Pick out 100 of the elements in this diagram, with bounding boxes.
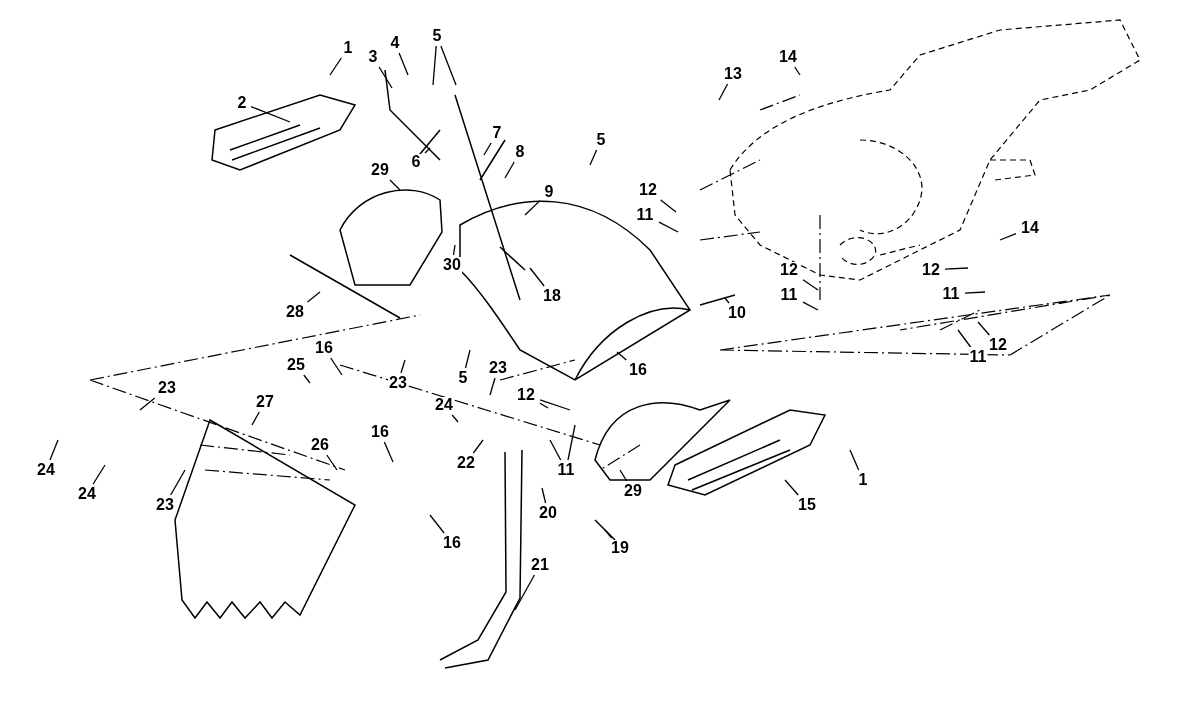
callout-number: 12 (516, 387, 536, 403)
leader-line (303, 374, 311, 384)
callout-number: 23 (157, 380, 177, 396)
leader-line (329, 57, 342, 76)
callout-number: 4 (389, 35, 401, 51)
callout-number: 30 (442, 257, 462, 273)
leader-line (326, 454, 338, 471)
callout-number: 23 (155, 497, 175, 513)
leader-line (306, 291, 321, 303)
callout-number: 19 (610, 540, 630, 556)
leader-line (504, 161, 515, 179)
callout-number: 3 (367, 49, 379, 65)
callout-number: 16 (370, 424, 390, 440)
leader-line (92, 464, 106, 485)
leader-line (383, 441, 394, 463)
callout-number: 12 (921, 262, 941, 278)
callout-number: 24 (77, 486, 97, 502)
callout-number: 23 (388, 375, 408, 391)
leader-line (251, 411, 260, 426)
leader-line (489, 377, 496, 396)
callout-number: 12 (779, 262, 799, 278)
leader-line (589, 149, 598, 166)
leader-line (660, 199, 677, 213)
callout-number: 28 (285, 304, 305, 320)
callout-number: 25 (286, 357, 306, 373)
callout-number: 5 (457, 370, 469, 386)
callout-number: 18 (542, 288, 562, 304)
callout-number: 13 (723, 66, 743, 82)
leader-line (549, 439, 562, 461)
leader-line (964, 291, 986, 294)
leader-line (250, 105, 291, 123)
leader-line (378, 66, 393, 89)
leader-line (539, 399, 571, 411)
leader-line (432, 45, 437, 86)
leader-line (539, 402, 549, 409)
callout-number: 8 (514, 144, 526, 160)
leader-line (604, 529, 613, 539)
leader-line (567, 424, 576, 461)
callout-number: 24 (434, 397, 454, 413)
callout-number: 24 (36, 462, 56, 478)
leader-line (541, 487, 547, 504)
callout-number: 16 (314, 340, 334, 356)
leader-line (398, 52, 409, 76)
callout-number: 6 (410, 154, 422, 170)
callout-number: 29 (623, 483, 643, 499)
callout-number: 11 (968, 349, 988, 365)
callout-number: 1 (857, 472, 869, 488)
leader-line (802, 301, 819, 311)
callout-number: 16 (442, 535, 462, 551)
callout-number: 22 (456, 455, 476, 471)
callout-number: 11 (779, 287, 799, 303)
callout-number: 7 (491, 125, 503, 141)
leader-line (472, 439, 484, 454)
callout-number: 11 (941, 286, 961, 302)
leader-line (424, 147, 431, 154)
leader-line (616, 351, 627, 361)
leader-line (802, 279, 819, 291)
callout-number: 14 (1020, 220, 1040, 236)
callout-number: 26 (310, 437, 330, 453)
leader-line (330, 357, 343, 376)
callout-number: 12 (638, 182, 658, 198)
callout-number: 16 (628, 362, 648, 378)
callout-number: 20 (538, 505, 558, 521)
callout-number: 14 (778, 49, 798, 65)
leader-line (524, 199, 541, 216)
leader-line (49, 439, 59, 461)
callout-number: 5 (431, 28, 443, 44)
callout-number: 1 (342, 40, 354, 56)
leader-line (784, 479, 799, 496)
leader-line (170, 469, 186, 496)
leader-line (794, 66, 801, 76)
leader-line (724, 297, 730, 304)
leader-line (619, 469, 628, 482)
callout-number: 12 (988, 337, 1008, 353)
callout-number: 21 (530, 557, 550, 573)
callout-number: 27 (255, 394, 275, 410)
leader-line (849, 449, 860, 471)
callout-number: 23 (488, 360, 508, 376)
leader-line (944, 267, 969, 270)
callout-number: 29 (370, 162, 390, 178)
leader-line (718, 83, 729, 101)
leader-line (658, 221, 679, 233)
leader-line (400, 359, 406, 374)
leader-line (440, 45, 457, 86)
leader-line (451, 414, 459, 423)
callout-number: 15 (797, 497, 817, 513)
leader-line (957, 329, 972, 348)
leader-line (483, 142, 492, 156)
leader-line (464, 349, 471, 369)
callout-number: 2 (236, 95, 248, 111)
callout-number: 11 (635, 207, 655, 223)
leader-line (529, 267, 545, 287)
leader-line (139, 397, 156, 411)
callout-number: 11 (556, 462, 576, 478)
leader-line (999, 232, 1017, 241)
leader-line (429, 514, 445, 534)
leader-line (514, 574, 536, 611)
leader-line (389, 179, 401, 191)
callout-number: 10 (727, 305, 747, 321)
callout-number: 9 (543, 184, 555, 200)
